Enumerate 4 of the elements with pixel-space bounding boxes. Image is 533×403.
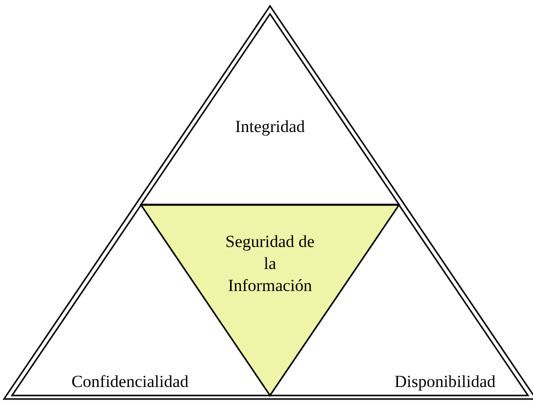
center-label: Seguridad de la Información <box>225 230 315 296</box>
region-label: Integridad <box>234 116 306 138</box>
region-label: Disponibilidad <box>393 370 497 392</box>
region-label: Confidencialidad <box>70 370 190 392</box>
